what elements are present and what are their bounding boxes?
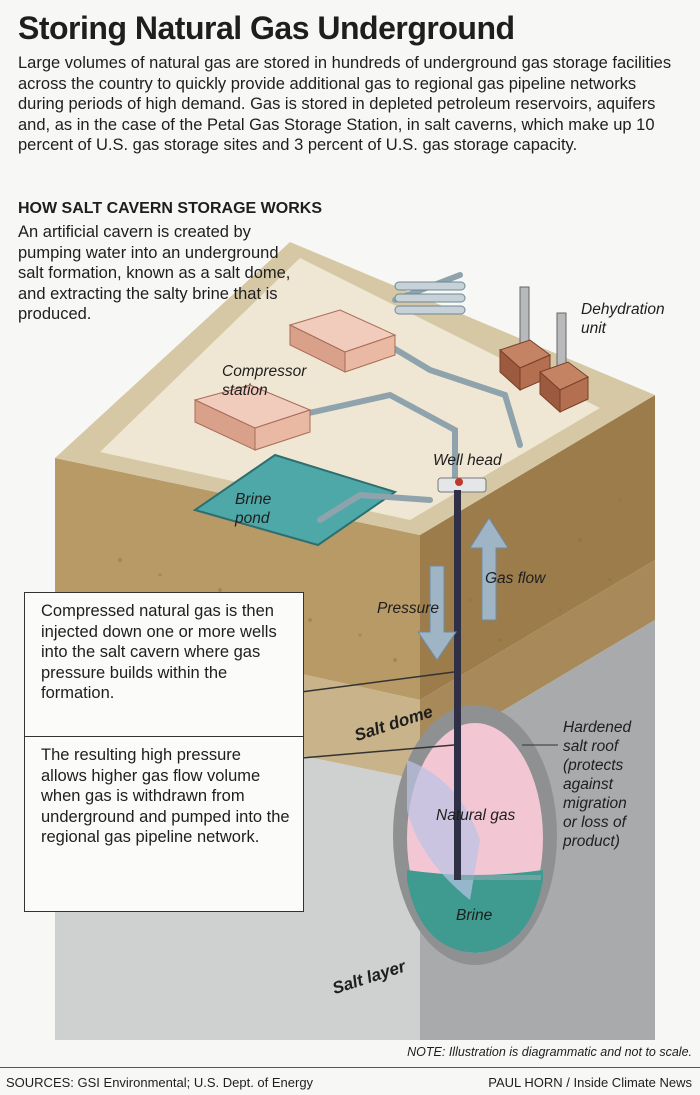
pressure-arrow xyxy=(417,565,457,661)
label-pressure: Pressure xyxy=(377,600,440,617)
well-head xyxy=(437,477,487,493)
label-well-head: Well head xyxy=(433,452,502,469)
callout-injection: Compressed natural gas is then injected … xyxy=(24,592,304,742)
block-right-soil xyxy=(420,395,655,700)
section-text: An artificial cavern is created by pumpi… xyxy=(18,223,291,323)
salt-cavern xyxy=(393,705,557,965)
label-brine: Brine xyxy=(456,907,493,924)
storage-tanks xyxy=(394,281,466,315)
label-gas-flow: Gas flow xyxy=(485,570,546,587)
brine-pipe xyxy=(461,875,541,880)
callout-leader-1 xyxy=(277,671,455,696)
credit: PAUL HORN / Inside Climate News xyxy=(488,1075,692,1090)
compressor-station xyxy=(193,309,397,451)
sources: SOURCES: GSI Environmental; U.S. Dept. o… xyxy=(6,1075,314,1090)
facility-pad xyxy=(100,258,600,520)
footer-divider xyxy=(0,1067,700,1068)
page-title: Storing Natural Gas Underground xyxy=(18,10,515,46)
label-natural-gas: Natural gas xyxy=(436,807,516,824)
scale-note: NOTE: Illustration is diagrammatic and n… xyxy=(407,1045,692,1059)
section-heading: HOW SALT CAVERN STORAGE WORKS xyxy=(18,200,322,217)
well-pipe xyxy=(454,490,461,880)
dehydration-unit xyxy=(499,286,589,414)
gas-flow-arrow xyxy=(469,517,509,621)
callout-leader-2 xyxy=(277,744,455,761)
callout-withdrawal: The resulting high pressure allows highe… xyxy=(24,736,304,912)
brine-pond xyxy=(192,453,398,547)
intro-paragraph: Large volumes of natural gas are stored … xyxy=(18,54,672,154)
